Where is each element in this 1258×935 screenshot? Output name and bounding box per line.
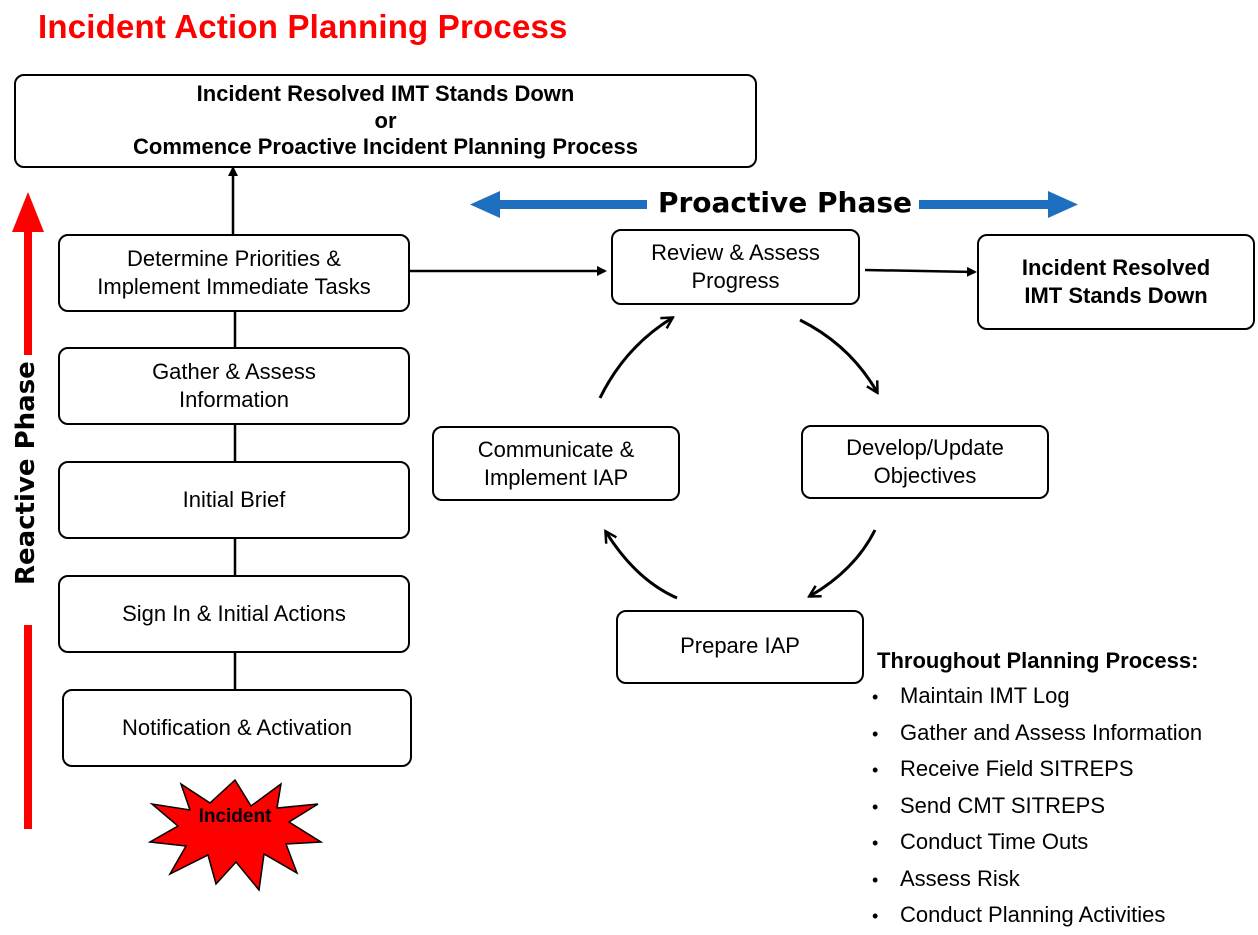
- list-item: • Receive Field SITREPS: [872, 751, 1202, 788]
- page-title: Incident Action Planning Process: [38, 8, 568, 45]
- top-box-line-1: Incident Resolved IMT Stands Down: [196, 81, 575, 107]
- cycle-communicate-implement: Communicate & Implement IAP: [432, 426, 680, 501]
- develop-line-1: Develop/Update: [846, 434, 1004, 460]
- cycle-review-assess: Review & Assess Progress: [611, 229, 860, 305]
- step-line-1: Notification & Activation: [122, 714, 352, 740]
- incident-resolved-box: Incident Resolved IMT Stands Down: [977, 234, 1255, 330]
- bullet-icon: •: [872, 833, 879, 853]
- top-box-line-3: Commence Proactive Incident Planning Pro…: [133, 134, 638, 160]
- resolved-line-2: IMT Stands Down: [1024, 283, 1208, 308]
- proactive-right-arrow: [919, 191, 1078, 218]
- communicate-line-2: Implement IAP: [483, 465, 629, 491]
- list-item-text: Maintain IMT Log: [900, 683, 1070, 708]
- list-item: • Maintain IMT Log: [872, 678, 1202, 715]
- proactive-left-arrow: [470, 191, 647, 218]
- review-line-1: Review & Assess: [651, 240, 820, 265]
- cycle-develop-objectives: Develop/Update Objectives: [801, 425, 1049, 499]
- cycle-prepare-iap: Prepare IAP: [616, 610, 864, 684]
- step-line-1: Sign In & Initial Actions: [122, 600, 346, 626]
- bullet-icon: •: [872, 760, 879, 780]
- arrow-to-resolved: [864, 266, 977, 277]
- list-item-text: Send CMT SITREPS: [900, 792, 1105, 818]
- list-item: • Conduct Time Outs: [872, 824, 1202, 861]
- bullet-icon: •: [872, 723, 879, 744]
- step-line-1: Determine Priorities &: [127, 245, 341, 271]
- step-sign-in: Sign In & Initial Actions: [58, 575, 410, 653]
- cycle-arrow-review-to-develop: [799, 318, 877, 392]
- bullet-icon: •: [872, 906, 879, 926]
- step-notification: Notification & Activation: [62, 689, 412, 767]
- step-line-2: Implement Immediate Tasks: [97, 274, 371, 299]
- step-line-2: Information: [178, 387, 290, 412]
- top-box-line-2: or: [374, 107, 397, 133]
- list-item-text: Assess Risk: [900, 865, 1020, 891]
- step-line-1: Initial Brief: [182, 486, 286, 512]
- step-line-1: Gather & Assess: [152, 358, 316, 384]
- review-line-2: Progress: [691, 268, 780, 294]
- list-item-text: Receive Field SITREPS: [900, 756, 1134, 781]
- incident-label: Incident: [198, 806, 272, 827]
- list-item: • Gather and Assess Information: [872, 715, 1202, 752]
- step-initial-brief: Initial Brief: [58, 461, 410, 539]
- prepare-line-1: Prepare IAP: [680, 633, 800, 658]
- list-item: • Conduct Planning Activities: [872, 897, 1202, 934]
- reactive-arrow: [12, 192, 44, 829]
- step-gather-assess: Gather & Assess Information: [58, 347, 410, 425]
- bullet-icon: •: [872, 869, 879, 890]
- incident-starburst: [147, 778, 324, 892]
- proactive-phase-label: Proactive Phase: [657, 186, 913, 219]
- communicate-line-1: Communicate &: [477, 437, 635, 462]
- bullet-icon: •: [872, 687, 879, 707]
- throughout-heading: Throughout Planning Process:: [877, 648, 1199, 673]
- step-determine-priorities: Determine Priorities & Implement Immedia…: [58, 234, 410, 312]
- top-outcome-box: Incident Resolved IMT Stands Down or Com…: [14, 74, 757, 168]
- cycle-arrow-develop-to-prepare: [810, 529, 877, 596]
- list-item-text: Conduct Planning Activities: [900, 902, 1166, 927]
- list-item: • Send CMT SITREPS: [872, 788, 1202, 825]
- cycle-arrow-prepare-to-communicate: [606, 532, 678, 600]
- list-item: • Assess Risk: [872, 861, 1202, 898]
- cycle-arrow-communicate-to-review: [598, 318, 672, 399]
- resolved-line-1: Incident Resolved: [1021, 254, 1211, 280]
- throughout-list: • Maintain IMT Log • Gather and Assess Inf…: [872, 678, 1202, 934]
- bullet-icon: •: [872, 796, 879, 817]
- reactive-phase-label: Reactive Phase: [11, 361, 41, 585]
- list-item-text: Gather and Assess Information: [900, 719, 1203, 745]
- develop-line-2: Objectives: [873, 463, 977, 488]
- list-item-text: Conduct Time Outs: [900, 829, 1089, 854]
